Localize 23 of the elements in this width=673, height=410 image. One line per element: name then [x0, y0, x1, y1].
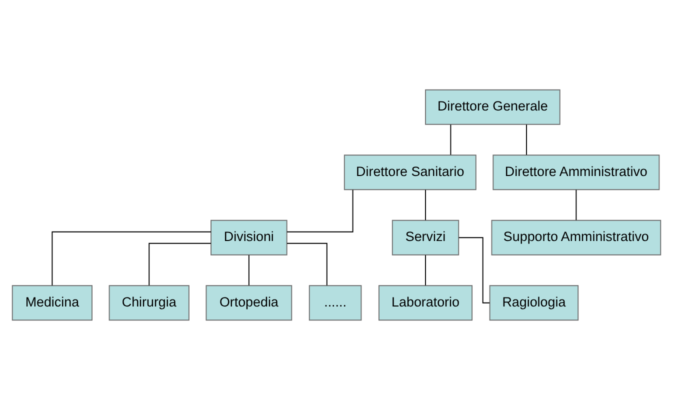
- node-box: Laboratorio: [378, 285, 473, 321]
- node-box: Divisioni: [210, 220, 288, 256]
- connector: [286, 189, 354, 232]
- node-box: Servizi: [392, 220, 460, 256]
- node-box: Ortopedia: [206, 285, 292, 321]
- node-box: Direttore Sanitario: [344, 154, 476, 190]
- node-box: Supporto Amministrativo: [491, 220, 662, 256]
- node-box: ......: [308, 285, 362, 321]
- connector: [148, 242, 212, 286]
- connector: [450, 124, 452, 156]
- node-box: Direttore Amministrativo: [492, 154, 660, 190]
- connector: [526, 124, 527, 156]
- connector: [248, 254, 250, 286]
- node-box: Medicina: [12, 285, 92, 321]
- connector: [52, 231, 212, 286]
- node-box: Ragiologia: [489, 285, 579, 321]
- node-box: Chirurgia: [108, 285, 190, 321]
- connector: [458, 237, 490, 304]
- connector: [425, 254, 426, 286]
- connector: [286, 242, 328, 286]
- node-box: Direttore Generale: [425, 89, 560, 125]
- connector: [576, 189, 577, 221]
- connector: [425, 189, 426, 221]
